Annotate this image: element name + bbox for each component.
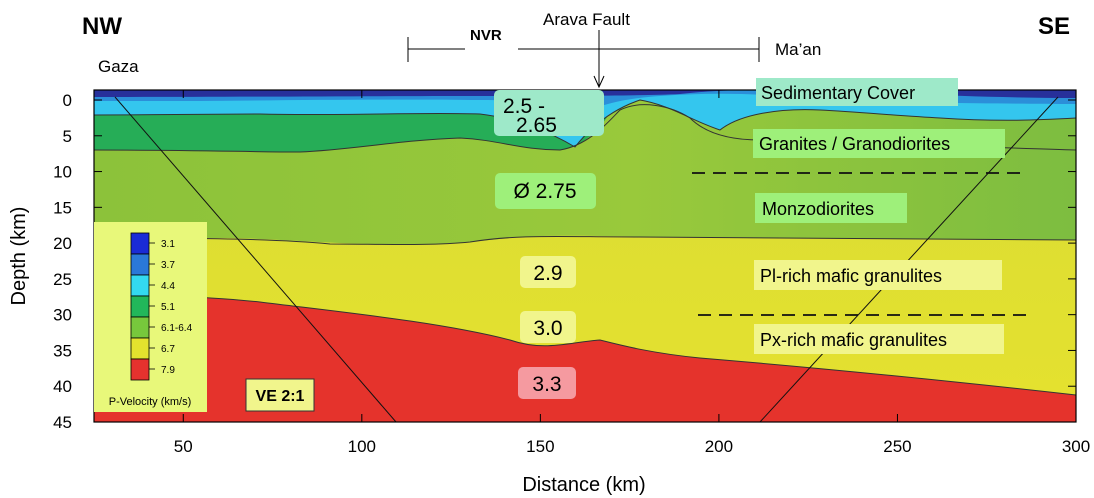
legend-label: 6.1-6.4 bbox=[161, 323, 193, 334]
maan-label: Ma’an bbox=[775, 40, 821, 59]
unit-box-granites bbox=[753, 129, 1005, 158]
y-tick-label: 40 bbox=[53, 377, 72, 396]
fault-arrow-head bbox=[593, 75, 605, 89]
y-tick-label: 35 bbox=[53, 341, 72, 360]
nvr-label: NVR bbox=[470, 27, 502, 44]
se-label: SE bbox=[1038, 13, 1070, 40]
x-axis-ticks: 50 100 150 200 250 300 bbox=[174, 90, 1090, 456]
unit-box-sedimentary bbox=[756, 78, 958, 106]
x-tick-label: 300 bbox=[1062, 437, 1090, 456]
velocity-legend-items: 3.1 3.7 4.4 5.1 6.1-6.4 6.7 7.9 bbox=[130, 232, 193, 381]
legend-swatch bbox=[130, 358, 150, 381]
y-axis-ticks: 0 5 10 15 20 25 30 35 40 45 bbox=[53, 91, 1076, 432]
unit-box-monzodiorites bbox=[755, 193, 907, 223]
legend-swatch bbox=[130, 232, 150, 255]
unit-sedimentary: Sedimentary Cover bbox=[761, 83, 915, 103]
y-tick-label: 25 bbox=[53, 270, 72, 289]
density-granitic: Ø 2.75 bbox=[513, 180, 576, 203]
nw-label: NW bbox=[82, 13, 122, 40]
ray-line-west bbox=[114, 96, 397, 422]
legend-swatch bbox=[130, 274, 150, 297]
x-tick-label: 150 bbox=[526, 437, 554, 456]
density-box-upper bbox=[494, 90, 604, 136]
legend-label: 4.4 bbox=[161, 281, 175, 292]
y-tick-label: 0 bbox=[63, 91, 72, 110]
legend-label: 3.1 bbox=[161, 239, 175, 250]
y-tick-label: 45 bbox=[53, 413, 72, 432]
density-box-middle bbox=[520, 256, 576, 288]
unit-pl-granulites: Pl-rich mafic granulites bbox=[760, 266, 942, 286]
x-tick-label: 200 bbox=[705, 437, 733, 456]
ve-box bbox=[245, 378, 315, 412]
x-tick-label: 250 bbox=[883, 437, 911, 456]
density-lower: 3.0 bbox=[533, 317, 562, 340]
y-tick-label: 5 bbox=[63, 127, 72, 146]
density-box-mantle bbox=[518, 367, 576, 399]
mid-crust-interface bbox=[94, 235, 1076, 245]
unit-box-px-granulites bbox=[754, 324, 1004, 354]
density-box-lower bbox=[520, 311, 576, 343]
legend-title: P-Velocity (km/s) bbox=[109, 396, 192, 408]
legend-label: 5.1 bbox=[161, 302, 175, 313]
legend-swatch bbox=[130, 253, 150, 276]
y-tick-label: 30 bbox=[53, 306, 72, 325]
legend-label: 3.7 bbox=[161, 260, 175, 271]
velocity-legend-panel bbox=[94, 222, 207, 412]
density-mantle: 3.3 bbox=[532, 373, 561, 396]
y-tick-label: 10 bbox=[53, 163, 72, 182]
legend-swatch bbox=[130, 295, 150, 318]
legend-label: 7.9 bbox=[161, 365, 175, 376]
unit-px-granulites: Px-rich mafic granulites bbox=[760, 330, 947, 350]
density-middle: 2.9 bbox=[533, 262, 562, 285]
density-upper-line2: 2.65 bbox=[516, 114, 557, 137]
unit-monzodiorites: Monzodiorites bbox=[762, 199, 874, 219]
x-tick-label: 100 bbox=[348, 437, 376, 456]
ray-line-east bbox=[759, 96, 1059, 422]
y-tick-label: 15 bbox=[53, 198, 72, 217]
legend-swatch bbox=[130, 337, 150, 360]
density-box-granitic bbox=[495, 173, 596, 209]
y-axis-title: Depth (km) bbox=[8, 207, 30, 306]
moho-interface bbox=[94, 295, 1076, 396]
gaza-label: Gaza bbox=[98, 57, 139, 76]
legend-label: 6.7 bbox=[161, 344, 175, 355]
sediment-base-interface bbox=[94, 99, 1076, 148]
y-tick-label: 20 bbox=[53, 234, 72, 253]
density-upper-line1: 2.5 - bbox=[503, 95, 545, 118]
unit-box-pl-granulites bbox=[754, 260, 1002, 290]
legend-swatch bbox=[130, 316, 150, 339]
x-axis-title: Distance (km) bbox=[522, 474, 645, 496]
ve-label: VE 2:1 bbox=[256, 388, 305, 405]
unit-granites: Granites / Granodiorites bbox=[759, 134, 950, 154]
arava-fault-label: Arava Fault bbox=[543, 10, 630, 29]
x-tick-label: 50 bbox=[174, 437, 193, 456]
